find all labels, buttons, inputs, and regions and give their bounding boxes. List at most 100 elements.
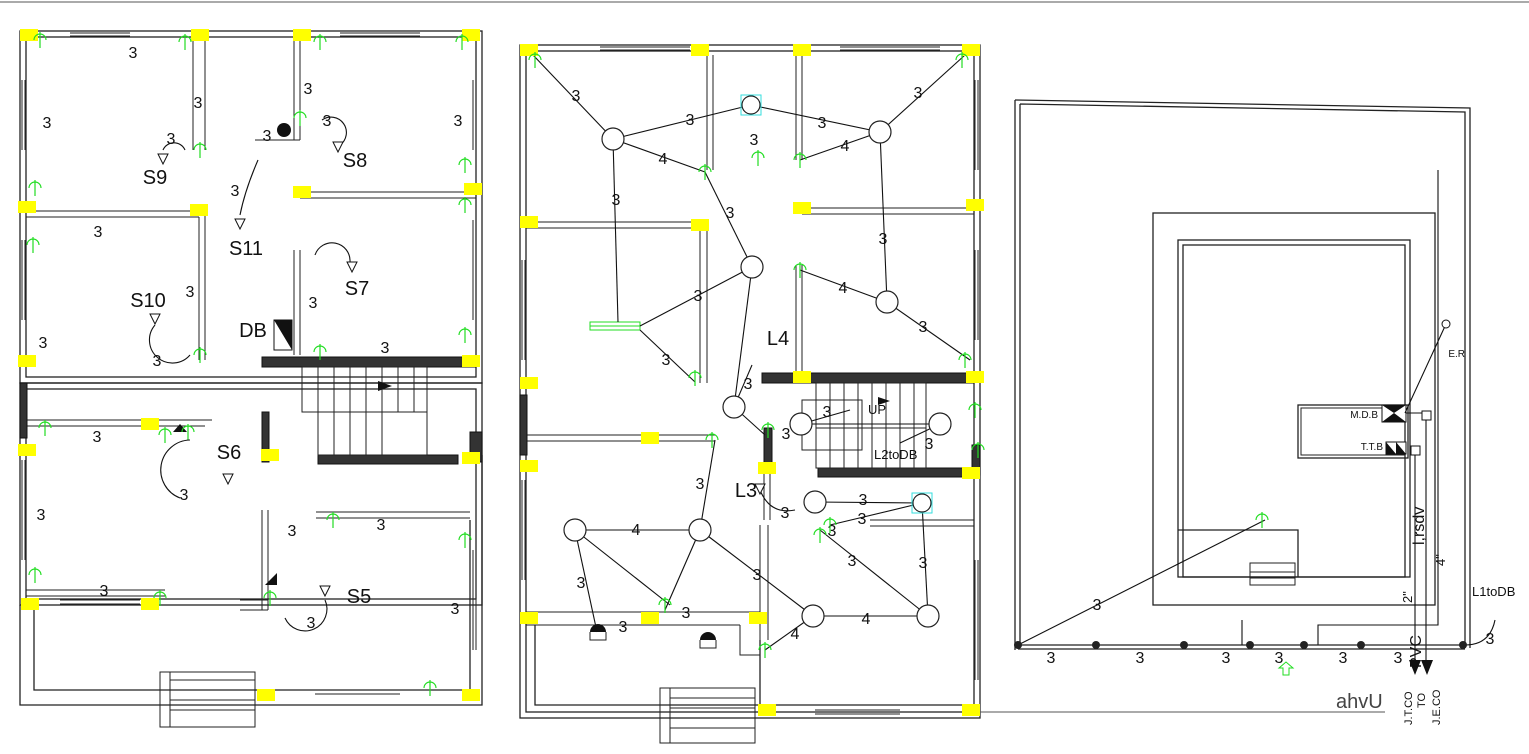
wire-count-label: 3	[914, 85, 923, 102]
column-marker	[141, 418, 159, 430]
column-marker	[191, 29, 209, 41]
column-marker	[758, 704, 776, 716]
middle-wiring	[532, 54, 971, 651]
wire-count-label: 3	[781, 505, 790, 522]
switch-icon	[26, 237, 40, 253]
wire-count-label: 3	[1047, 650, 1056, 667]
column-marker	[520, 377, 538, 389]
column-marker	[18, 201, 36, 213]
wire-run	[699, 529, 814, 617]
switch-label: S5	[347, 586, 371, 608]
switch-icon	[955, 52, 969, 68]
wire-run	[829, 502, 923, 526]
wire-run	[612, 138, 619, 323]
switch-icon	[33, 32, 47, 48]
wire-count-label: 3	[682, 605, 691, 622]
wire-count-label: 3	[186, 284, 195, 301]
wire-count-label: 3	[288, 523, 297, 540]
mdb-icon	[1381, 404, 1407, 423]
switch-icon	[971, 442, 985, 458]
wire-run	[886, 301, 971, 361]
wire-count-label: 3	[43, 115, 52, 132]
light-point-icon	[801, 604, 825, 628]
switch-icon	[793, 152, 807, 168]
switch-label: S11	[229, 238, 263, 260]
arrow-icon	[319, 585, 331, 598]
column-marker	[520, 44, 538, 56]
pvc-label: PVC	[1408, 635, 1425, 668]
switch-icon	[793, 262, 807, 278]
wire-run	[639, 329, 696, 383]
wire-count-label: 3	[919, 555, 928, 572]
home-run-arc	[162, 142, 186, 151]
wire-run	[750, 104, 881, 133]
switch-label: S9	[143, 167, 167, 189]
circuit-label: L3	[735, 480, 757, 502]
switch-label: S10	[130, 290, 166, 312]
wire-count-label: 3	[153, 353, 162, 370]
light-point-icon	[868, 120, 892, 144]
light-point-icon	[740, 255, 764, 279]
home-run-arc	[321, 116, 347, 146]
pipe-label: l,rsdv	[1411, 507, 1428, 545]
light-point-icon	[916, 604, 940, 628]
column-marker	[966, 199, 984, 211]
wire-count-label: 4	[632, 522, 641, 539]
column-marker	[18, 444, 36, 456]
wire-count-label: 4	[862, 611, 871, 628]
switch-icon	[458, 327, 472, 343]
wire-count-label: 3	[726, 205, 735, 222]
wire-count-label: 3	[848, 553, 857, 570]
home-run-arc	[759, 489, 796, 512]
wire-run	[639, 266, 753, 327]
wire-run	[612, 104, 752, 140]
home-run-arc	[284, 599, 328, 632]
wire-count-label: 3	[925, 436, 934, 453]
switch-icon	[458, 157, 472, 173]
wire-count-label: 3	[307, 615, 316, 632]
wire-run	[879, 131, 888, 303]
fan-point-icon	[741, 95, 761, 115]
wire-count-label: 3	[454, 113, 463, 130]
switch-icon	[193, 142, 207, 158]
arrow-icon	[332, 141, 344, 154]
wire-count-label: 3	[451, 601, 460, 618]
wire-count-label: 3	[381, 340, 390, 357]
wire-run	[532, 54, 614, 140]
switch-icon	[326, 512, 340, 528]
wire-count-label: 3	[39, 335, 48, 352]
wire-run	[664, 529, 701, 611]
switch-label: S8	[343, 150, 367, 172]
switch-icon	[528, 52, 542, 68]
wire-count-label: 3	[750, 132, 759, 149]
wire-count-label: 3	[377, 517, 386, 534]
l1todb-label: L1toDB	[1472, 584, 1515, 599]
wire-run	[574, 529, 671, 606]
home-run-arc	[160, 439, 191, 499]
circuit-label: L2toDB	[874, 447, 917, 462]
column-marker	[141, 598, 159, 610]
light-point-icon	[875, 290, 899, 314]
wire-count-label: 3	[231, 183, 240, 200]
pipe-2-label: 2"	[1400, 591, 1415, 603]
wire-count-label: 3	[1275, 650, 1284, 667]
wire-count-label: 3	[304, 81, 313, 98]
switch-label: S7	[345, 278, 369, 300]
switch-icon	[455, 34, 469, 50]
column-marker	[793, 202, 811, 214]
wire-count-label: 3	[180, 487, 189, 504]
jeco-label: J.E.CO	[1431, 689, 1443, 725]
switch-icon	[313, 344, 327, 360]
wire-run	[799, 269, 888, 303]
wire-count-label: 3	[1486, 631, 1495, 648]
wire-count-label: 3	[309, 295, 318, 312]
column-marker	[520, 612, 538, 624]
column-marker	[793, 44, 811, 56]
wire-count-label: 3	[1394, 650, 1403, 667]
switch-icon	[1255, 512, 1269, 528]
middle-floor-plan	[519, 44, 981, 744]
fan-box-icon	[911, 492, 933, 514]
switch-icon	[751, 150, 765, 166]
wire-count-label: 3	[823, 404, 832, 421]
